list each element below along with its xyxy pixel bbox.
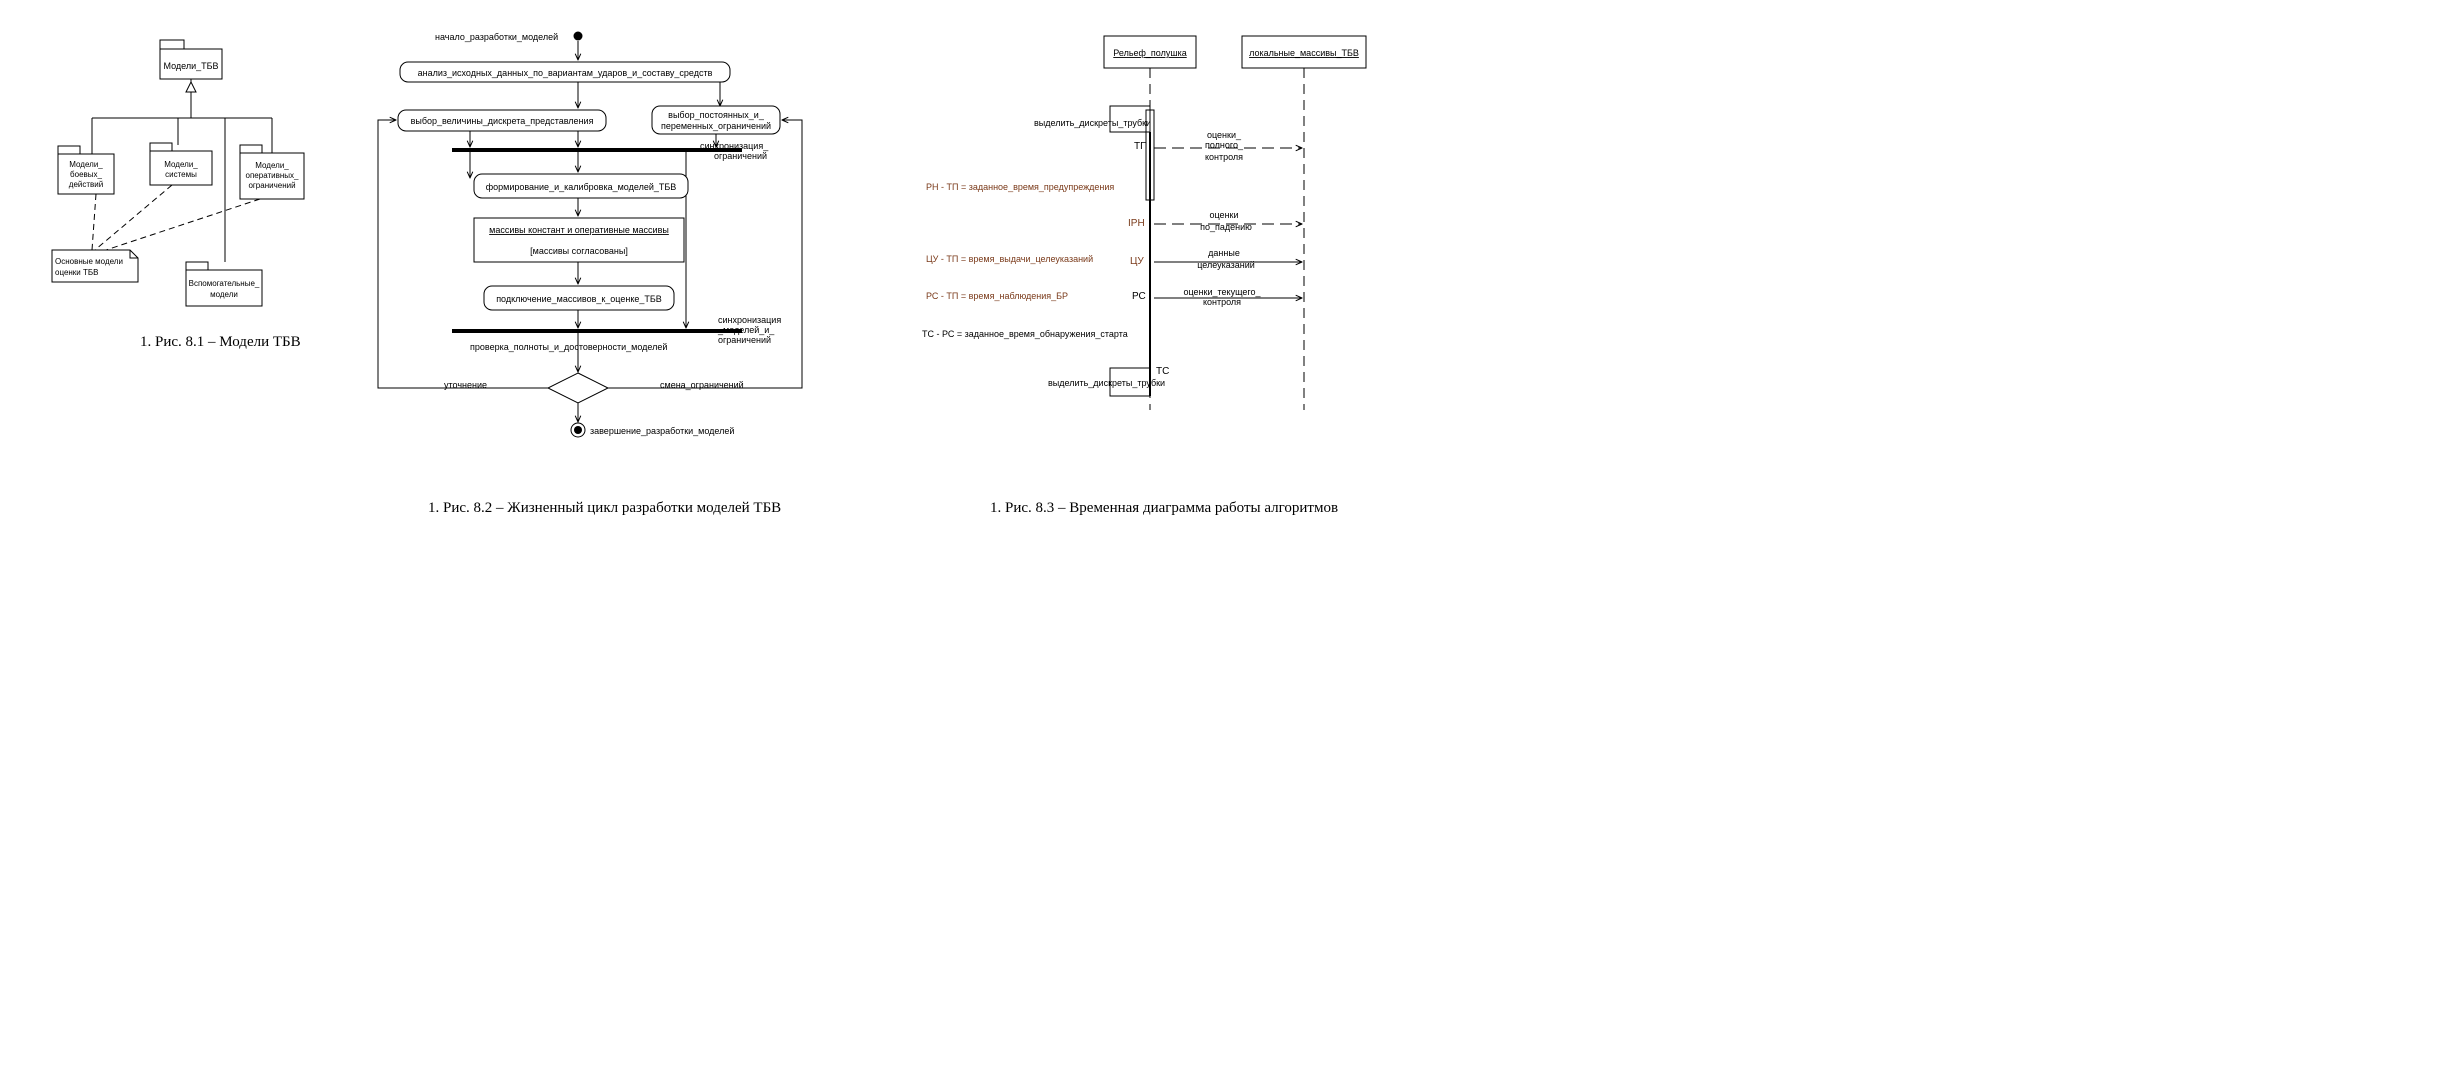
activity-choose-constraints-line1: выбор_постоянных_и_ xyxy=(668,110,765,120)
generalization-arrow xyxy=(185,80,197,93)
loop-refine-label: уточнение xyxy=(444,380,487,390)
loop-change-label: смена_ограничений xyxy=(660,380,744,390)
sync-bar-models-line2: _моделей_и_ xyxy=(717,325,775,335)
msg-target-data-line2: целеуказаний xyxy=(1197,260,1255,270)
caption-fig-8-1: 1. Рис. 8.1 – Модели ТБВ xyxy=(140,334,301,350)
package-operational-constraints: Модели_ оперативных_ ограничений xyxy=(239,144,305,200)
package-combat-models: Модели_ боевых_ действий xyxy=(57,145,115,195)
figure-8-1-models: Модели_ТБВ Модели_ боевых_ действий Моде… xyxy=(51,39,305,350)
activity-connect: подключение_массивов_к_оценке_ТБВ xyxy=(483,285,675,311)
package-models-tbv: Модели_ТБВ xyxy=(159,39,223,80)
mark-irn: IРН xyxy=(1128,218,1145,229)
note-link-combat xyxy=(91,193,97,251)
note-cu-tp: ЦУ - ТП = время_выдачи_целеуказаний xyxy=(926,254,1093,264)
pkg-combat-line3: действий xyxy=(69,180,103,189)
msg-full-control-line1: оценки_ xyxy=(1207,130,1242,140)
pkg-oper-line3: ограничений xyxy=(248,181,295,190)
activity-forming-label: формирование_и_калибровка_моделей_ТБВ xyxy=(486,182,677,192)
note-line2: оценки ТБВ xyxy=(55,268,98,277)
activity-choose-constraints: выбор_постоянных_и_ переменных_ограничен… xyxy=(651,105,781,135)
sync-bar-constraints-line1: синхронизация_ xyxy=(700,141,769,151)
activity-choose-discrete-label: выбор_величины_дискрета_представления xyxy=(411,116,594,126)
caption-fig-8-2: 1. Рис. 8.2 – Жизненный цикл разработки … xyxy=(428,500,781,516)
msg-target-data-line1: данные xyxy=(1208,248,1240,258)
select-discretes-bottom: выделить_дискреты_трубки xyxy=(1048,378,1165,388)
figure-8-2-lifecycle: начало_разработки_моделей анализ_исходны… xyxy=(377,31,803,516)
lifeline-local-arrays: локальные_массивы_ТБВ xyxy=(1241,35,1367,410)
msg-current-control-line1: оценки_текущего_ xyxy=(1184,287,1262,297)
sync-bar-models-line1: синхронизация xyxy=(718,315,781,325)
mark-cu: ЦУ xyxy=(1130,256,1144,267)
sync-bar-constraints-line2: ограничений xyxy=(714,151,767,161)
activity-choose-constraints-line2: переменных_ограничений xyxy=(661,121,771,131)
activity-choose-discrete: выбор_величины_дискрета_представления xyxy=(397,109,607,132)
lifeline-relief: Рельеф_полушка xyxy=(1103,35,1197,410)
check-label: проверка_полноты_и_достоверности_моделей xyxy=(470,342,667,352)
loop-change-constraints xyxy=(608,120,803,389)
msg-impact-line1: оценки xyxy=(1210,210,1239,220)
activity-forming: формирование_и_калибровка_моделей_ТБВ xyxy=(473,173,689,199)
note-link-system xyxy=(94,184,173,251)
sync-bar-constraints xyxy=(452,148,742,152)
msg-full-control-line2: полного_ xyxy=(1205,140,1244,150)
msg-impact-line2: по_падению xyxy=(1200,222,1252,232)
object-arrays-guard: [массивы согласованы] xyxy=(530,246,628,256)
mark-tc: ТС xyxy=(1156,366,1169,377)
package-system-models: Модели_ системы xyxy=(149,142,213,186)
note-core-models: Основные модели оценки ТБВ xyxy=(51,249,139,283)
package-models-tbv-label: Модели_ТБВ xyxy=(163,61,218,71)
sync-bar-models xyxy=(452,329,742,333)
end-label: завершение_разработки_моделей xyxy=(590,426,734,436)
pkg-system-line2: системы xyxy=(165,170,197,179)
activity-analysis: анализ_исходных_данных_по_вариантам_удар… xyxy=(399,61,731,83)
object-arrays: массивы констант и оперативные массивы [… xyxy=(473,217,685,263)
mark-rs: РС xyxy=(1132,291,1146,302)
msg-full-control-line3: контроля xyxy=(1205,152,1243,162)
object-arrays-label: массивы констант и оперативные массивы xyxy=(489,225,669,235)
pkg-aux-line2: модели xyxy=(210,290,238,299)
activity-analysis-label: анализ_исходных_данных_по_вариантам_удар… xyxy=(418,68,713,78)
sync-bar-models-line3: ограничений xyxy=(718,335,771,345)
pkg-aux-line1: Вспомогательные_ xyxy=(189,279,260,288)
lifeline-relief-label: Рельеф_полушка xyxy=(1113,48,1186,58)
note-link-oper xyxy=(99,198,261,253)
select-discretes-top: выделить_дискреты_трубки xyxy=(1034,118,1151,128)
loop-refine xyxy=(377,120,548,389)
pkg-system-line1: Модели_ xyxy=(164,160,198,169)
figure-8-3-timing: Рельеф_полушка локальные_массивы_ТБВ выд… xyxy=(922,35,1367,516)
package-auxiliary-models: Вспомогательные_ модели xyxy=(185,261,263,307)
caption-fig-8-3: 1. Рис. 8.3 – Временная диаграмма работы… xyxy=(990,500,1338,516)
start-label: начало_разработки_моделей xyxy=(435,32,558,42)
msg-current-control-line2: контроля xyxy=(1203,297,1241,307)
pkg-combat-line2: боевых_ xyxy=(70,170,102,179)
mark-tp: ТП xyxy=(1134,141,1147,152)
pkg-oper-line1: Модели_ xyxy=(255,161,289,170)
note-rn-tp: РН - ТП = заданное_время_предупреждения xyxy=(926,182,1114,192)
self-message-bottom xyxy=(1109,367,1151,397)
start-node xyxy=(573,31,583,41)
activity-connect-label: подключение_массивов_к_оценке_ТБВ xyxy=(496,294,662,304)
pkg-combat-line1: Модели_ xyxy=(69,160,103,169)
note-line1: Основные модели xyxy=(55,257,123,266)
pkg-oper-line2: оперативных_ xyxy=(246,171,300,180)
note-tc-rs: ТС - РС = заданное_время_обнаружения_ста… xyxy=(922,329,1128,339)
note-rs-tp: РС - ТП = время_наблюдения_БР xyxy=(926,291,1068,301)
lifeline-local-arrays-label: локальные_массивы_ТБВ xyxy=(1249,48,1359,58)
decision-diamond xyxy=(546,372,610,404)
